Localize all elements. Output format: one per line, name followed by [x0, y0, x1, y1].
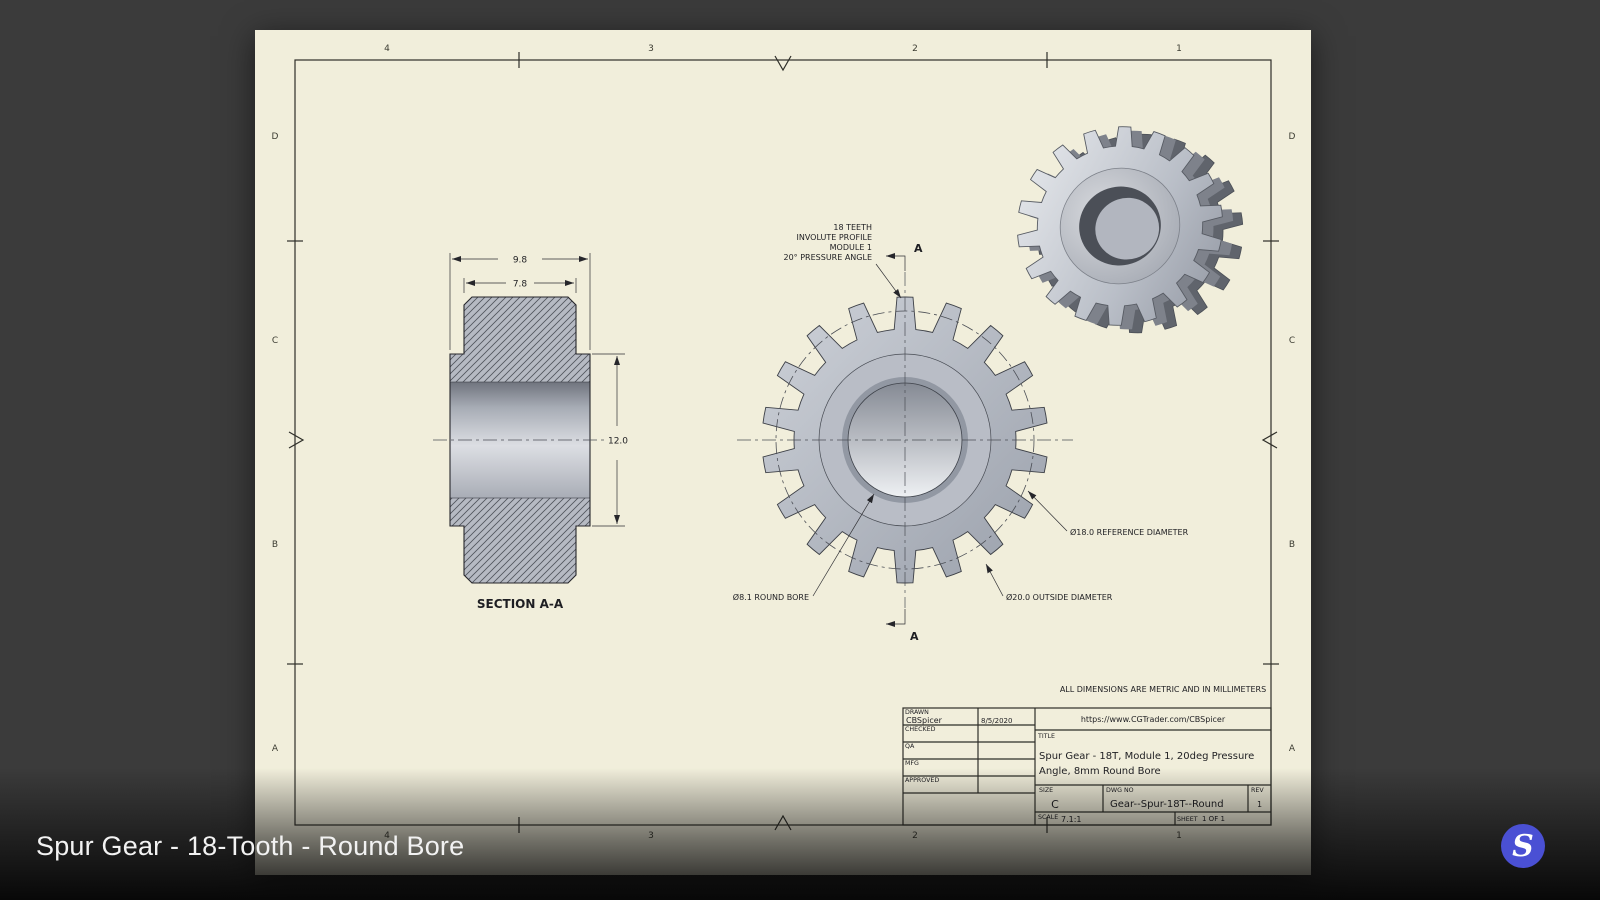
qa-label: QA [905, 743, 915, 750]
section-cut-marks: A A [886, 242, 923, 643]
callout-outside-diameter: Ø20.0 OUTSIDE DIAMETER [1006, 592, 1113, 602]
zone-top-3: 3 [648, 44, 654, 54]
dim-overall-width-value: 9.8 [513, 256, 528, 266]
image-caption: Spur Gear - 18-Tooth - Round Bore [36, 831, 465, 861]
teeth-note-line-3: MODULE 1 [830, 243, 872, 252]
zone-top-2: 2 [912, 44, 918, 54]
zone-left-c: C [272, 336, 278, 346]
drawn-date: 8/5/2020 [981, 717, 1012, 725]
zone-top-4: 4 [384, 44, 390, 54]
teeth-note-line-2: INVOLUTE PROFILE [796, 233, 872, 242]
teeth-note-line-1: 18 TEETH [833, 223, 872, 232]
brand-logo-letter: S [1512, 829, 1534, 864]
iso-bore-inner-wall [1095, 197, 1160, 260]
website-link[interactable]: https://www.CGTrader.com/CBSpicer [1081, 715, 1226, 724]
drawn-name: CBSpicer [906, 716, 943, 725]
section-hatch-bottom [450, 498, 590, 583]
zone-right-c: C [1289, 336, 1295, 346]
mfg-label: MFG [905, 760, 919, 767]
section-outline [449, 296, 591, 584]
callout-round-bore: Ø8.1 ROUND BORE [733, 592, 809, 602]
drawn-label: DRAWN [905, 709, 929, 716]
zone-top-1: 1 [1176, 44, 1182, 54]
zone-left-d: D [272, 132, 279, 142]
dimension-hub-diameter: 12.0 [592, 353, 628, 527]
metric-note: ALL DIMENSIONS ARE METRIC AND IN MILLIME… [1060, 685, 1266, 694]
teeth-note: 18 TEETH INVOLUTE PROFILE MODULE 1 20° P… [784, 223, 902, 299]
iso-view [1017, 126, 1244, 334]
zone-left-b: B [272, 540, 278, 550]
section-letter-bottom: A [910, 630, 919, 643]
callouts: Ø18.0 REFERENCE DIAMETER Ø20.0 OUTSIDE D… [733, 490, 1189, 602]
teeth-note-line-4: 20° PRESSURE ANGLE [784, 253, 873, 262]
dim-hub-diameter-value: 12.0 [608, 437, 628, 447]
zone-right-b: B [1289, 540, 1295, 550]
bottom-overlay: Spur Gear - 18-Tooth - Round Bore S [0, 768, 1600, 900]
drawing-sheet: 4 3 2 1 4 3 2 1 D C B A D C B A [255, 30, 1311, 875]
zone-right-d: D [1289, 132, 1296, 142]
callout-reference-diameter: Ø18.0 REFERENCE DIAMETER [1070, 527, 1189, 537]
section-hatch-top [450, 297, 590, 382]
section-view: 9.8 7.8 12.0 SECTION A-A [433, 253, 628, 611]
zone-left-a: A [272, 744, 279, 754]
front-view: A A 18 TEETH INVOLUTE PROFILE MODULE 1 2… [733, 223, 1189, 643]
drawing-canvas: 4 3 2 1 4 3 2 1 D C B A D C B A [255, 30, 1311, 875]
brand-logo[interactable]: S [1500, 823, 1546, 869]
brand-logo-circle[interactable] [1501, 824, 1545, 868]
dim-face-width-value: 7.8 [513, 280, 528, 290]
dimension-overall-width: 9.8 [449, 253, 591, 350]
dimension-face-width: 7.8 [463, 278, 577, 293]
title-label: TITLE [1037, 733, 1055, 740]
zone-right-a: A [1289, 744, 1296, 754]
section-letter-top: A [914, 242, 923, 255]
checked-label: CHECKED [905, 726, 936, 733]
drawing-title-line-1: Spur Gear - 18T, Module 1, 20deg Pressur… [1039, 751, 1254, 762]
section-view-label: SECTION A-A [477, 597, 564, 611]
